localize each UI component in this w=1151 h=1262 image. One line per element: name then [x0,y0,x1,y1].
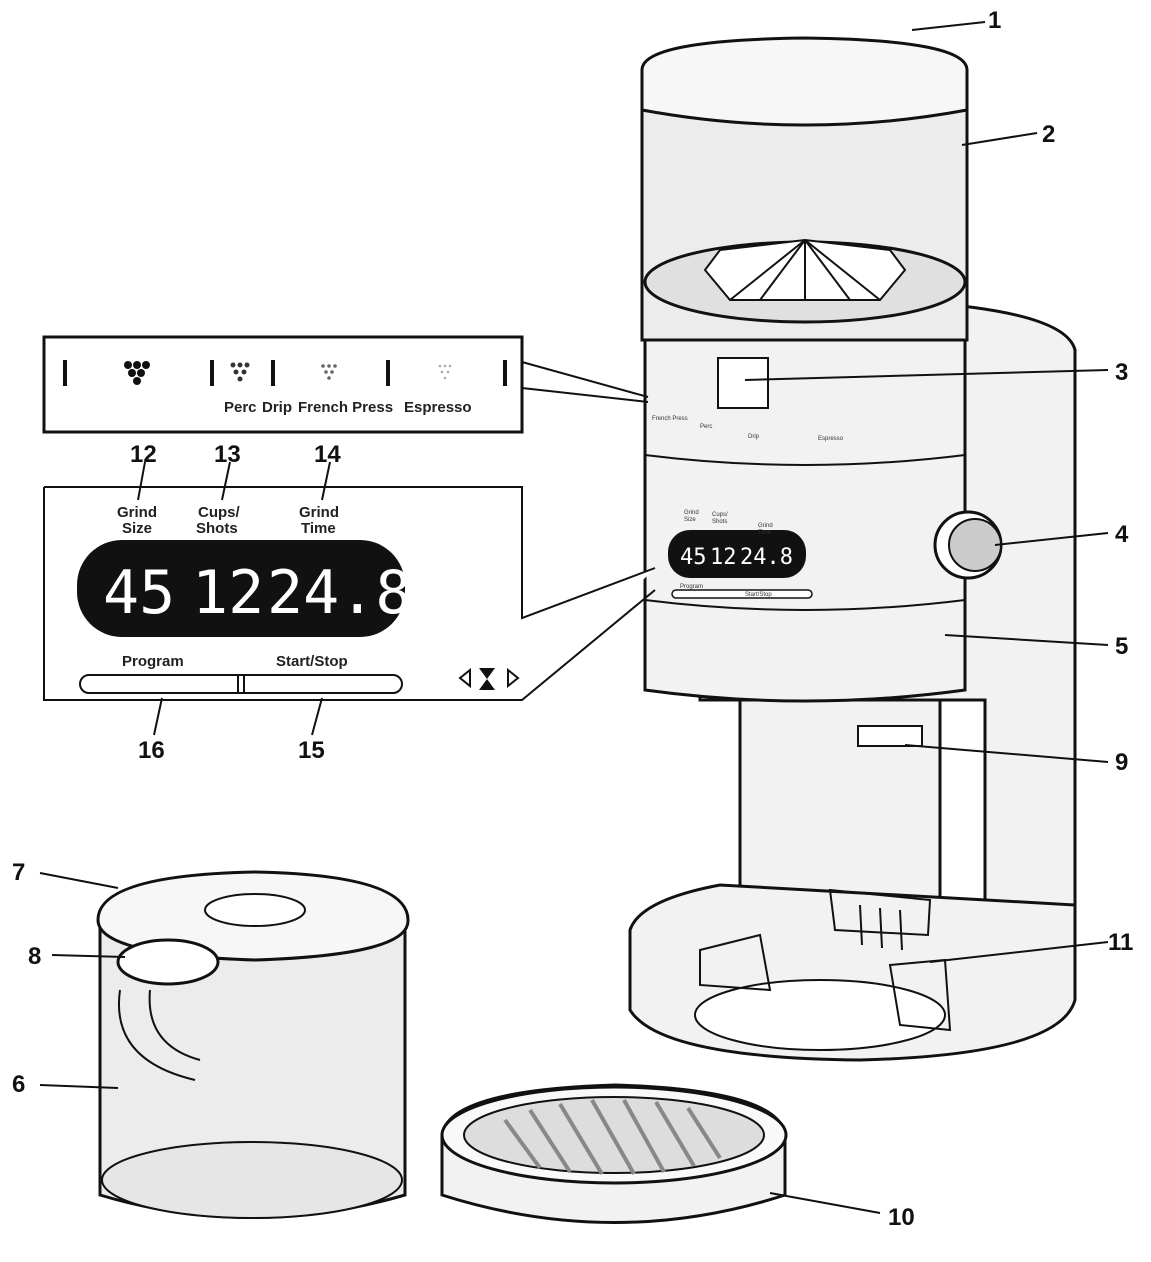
svg-text:French Press: French Press [652,416,688,422]
chute-slot [857,725,923,747]
drip-tray [440,1083,788,1224]
callout-5: 5 [1115,633,1128,660]
program-start-slider [79,674,403,694]
bean-hopper [640,36,969,342]
callout-12: 12 [130,441,157,468]
label-drip: Drip [262,399,292,416]
label-french-press: French Press [298,399,393,416]
grind-time-label-1: Grind [299,504,339,521]
callout-14: 14 [314,441,341,468]
grinder-head: French Press Perc Drip Espresso 45 12 24… [643,328,1003,703]
callout-13: 13 [214,441,241,468]
callout-6: 6 [12,1071,25,1098]
callout-4: 4 [1115,521,1129,548]
hourglass-icon [479,668,495,690]
svg-text:Start/Stop: Start/Stop [745,592,772,598]
callout-1: 1 [988,7,1001,34]
svg-text:Espresso: Espresso [818,436,844,442]
callout-16: 16 [138,737,165,764]
grounds-container [96,870,410,1219]
callout-2: 2 [1042,121,1055,148]
container-spout [116,938,220,986]
ring-callout-panel: Perc Drip French Press Espresso [42,335,649,434]
cups-label-1: Cups/ [198,504,241,521]
cups-label-2: Shots [196,520,238,537]
fine-dots-icon [321,364,337,380]
start-stop-label: Start/Stop [276,653,348,670]
svg-text:Program: Program [680,584,703,590]
grind-size-label-2: Size [122,520,152,537]
svg-text:Size: Size [684,517,696,523]
program-label: Program [122,653,184,670]
callout-9: 9 [1115,749,1128,776]
grind-size-label-1: Grind [117,504,157,521]
callout-11: 11 [1108,929,1133,956]
svg-text:24.8: 24.8 [740,545,793,570]
callout-10: 10 [888,1204,915,1231]
callout-7: 7 [12,859,25,886]
extra-fine-dots-icon [438,364,452,380]
callout-3: 3 [1115,359,1128,386]
lcd-display [77,540,405,637]
callout-numbers: 1 2 3 4 5 6 7 8 9 10 11 12 13 14 15 16 [12,7,1133,1231]
svg-text:Shots: Shots [712,519,727,525]
left-arrow-icon [458,667,471,689]
medium-dots-icon [230,362,250,382]
right-arrow-icon [507,667,520,689]
svg-text:45: 45 [680,545,707,570]
display-callout-panel: Grind Size Cups/ Shots Grind Time 45 12 … [43,486,656,705]
svg-text:12: 12 [710,545,737,570]
leader-lines [39,21,1109,1214]
cups-value: 12 [192,558,264,628]
callout-8: 8 [28,943,41,970]
grind-time-value: 24.8 [267,558,412,628]
label-espresso: Espresso [404,399,472,416]
callout-15: 15 [298,737,325,764]
svg-text:Grind: Grind [758,523,773,529]
label-perc: Perc [224,399,257,416]
svg-text:Cups/: Cups/ [712,512,728,518]
hopper-lid [640,36,969,127]
svg-text:Time: Time [758,530,772,536]
coarse-dots-icon [124,361,150,385]
device-display [668,530,806,578]
svg-text:Perc: Perc [700,424,712,430]
grind-time-label-2: Time [301,520,336,537]
grind-size-value: 45 [103,558,175,628]
svg-text:Drip: Drip [748,434,760,440]
svg-text:Grind: Grind [684,510,699,516]
grind-selector-tab [717,357,769,409]
